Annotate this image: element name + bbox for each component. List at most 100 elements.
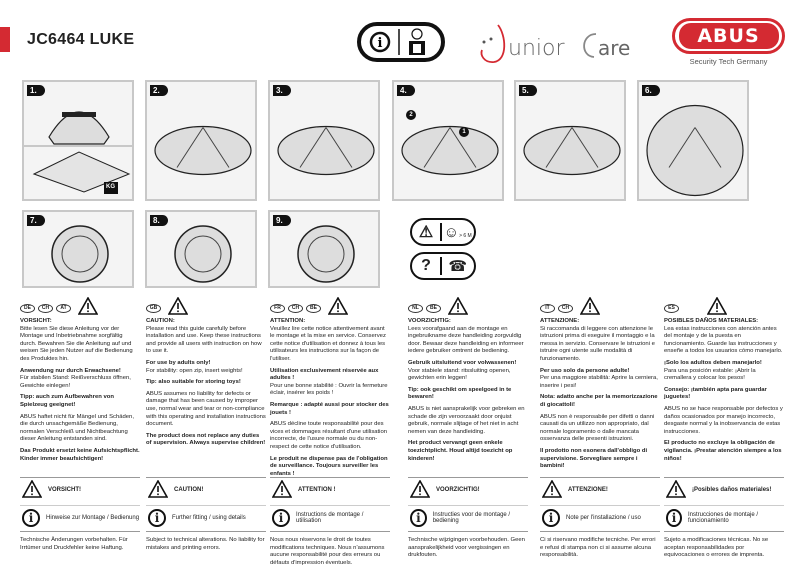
warning-highlight: Remarque : adapté aussi pour stocker des… [270, 401, 389, 416]
warning-title: VORSICHT: [20, 318, 52, 324]
warning-text: Lees voorafgaand aan de montage en ingeb… [408, 325, 524, 355]
step-illustration [401, 125, 499, 176]
help-hotline-box: ? ☎ [410, 252, 476, 280]
step-illustration [174, 225, 232, 283]
question-icon: ? [421, 257, 431, 274]
step-illustration [24, 111, 132, 194]
page-title: JC6464 LUKE [27, 31, 135, 48]
country-code-badge: CH [288, 303, 303, 313]
warning-text: ABUS non è responsabile per difetti o da… [540, 413, 655, 443]
country-code-badge: NL [408, 303, 423, 313]
step-illustration [523, 125, 621, 176]
svg-text:unior: unior [508, 36, 565, 61]
warning-text: Please read this guide carefully before … [146, 325, 262, 355]
country-code-badge: GB [146, 303, 161, 313]
legal-footer: Nous nous réservons le droit de toutes m… [270, 537, 385, 566]
svg-text:are: are [598, 36, 630, 60]
legal-footer: Technische wijzigingen voorbehouden. Gee… [408, 537, 525, 559]
warning-triangle-icon [21, 479, 43, 498]
junior-care-logo: unior are [476, 20, 656, 65]
legal-footer: Technische Änderungen vorbehalten. Für I… [20, 537, 128, 551]
step-illustration [154, 125, 252, 176]
warning-highlight: El producto no excluye la obligación de … [664, 440, 782, 462]
warning-triangle-icon [327, 296, 349, 316]
country-code-badge: BE [426, 303, 441, 313]
legal-footer: Ci si riservano modifiche tecniche. Per … [540, 537, 656, 559]
info-text: Further fitting / using details [172, 514, 246, 521]
country-code-badge: FR [270, 303, 285, 313]
step-marker: 2 [406, 110, 416, 120]
info-icon: i [148, 508, 166, 527]
notice-box: ATTENZIONE! i Note per l'installazione / u… [540, 477, 660, 532]
warning-highlight: Nota: adatto anche per la memorizzazione… [540, 394, 658, 408]
info-icon: i [22, 508, 40, 527]
country-code-badge: CH [38, 303, 53, 313]
step-7-panel: 7. [22, 210, 134, 288]
warning-text: Für stabilen Stand: Reißverschluss öffne… [20, 375, 131, 389]
brand-tagline: Security Tech Germany [689, 57, 768, 66]
warning-title: ATTENTION: [270, 318, 306, 324]
warning-triangle-icon [77, 296, 99, 316]
step-number-badge: 3. [273, 85, 291, 96]
warning-highlight: Anwendung nur durch Erwachsene! [20, 367, 121, 374]
country-code-badge: CH [558, 303, 573, 313]
warning-highlight: ¡Solo los adultos deben manejarlo! [664, 359, 762, 366]
warning-triangle-icon [167, 296, 189, 316]
country-code-badge: AT [56, 303, 71, 313]
warning-text: ABUS décline toute responsabilité pour d… [270, 421, 388, 450]
read-instructions-logo: i [357, 22, 445, 62]
step-8-panel: 8. [145, 210, 257, 288]
caution-label: ¡Posibles daños materiales! [692, 487, 772, 493]
caution-label: ATTENZIONE! [568, 487, 608, 493]
warning-text: Lea estas instrucciones con atención ant… [664, 325, 783, 355]
warning-text: Para una posición estable: ¡Abrir la cre… [664, 367, 756, 382]
warning-triangle-icon [447, 296, 469, 316]
info-text: Instrucciones de montaje / funcionamient… [687, 511, 759, 524]
accent-bar [0, 27, 10, 52]
warning-triangle-icon [147, 479, 169, 498]
warning-highlight: Le produit ne dispense pas de l'obligati… [270, 455, 388, 477]
warning-text: ABUS no se hace responsable por defectos… [664, 405, 783, 435]
warning-highlight: Il prodotto non esonera dall'obbligo di … [540, 447, 648, 470]
info-text: Instructies voor de montage / bediening [432, 511, 511, 524]
svg-text:i: i [378, 36, 383, 51]
warning-highlight: Tip: also suitable for storing toys! [146, 379, 241, 386]
step-marker: 1 [459, 127, 469, 137]
caution-label: VOORZICHTIG! [436, 487, 480, 493]
warning-text: For stability: open zip, insert weights! [146, 367, 243, 374]
step-9-panel: 9. [268, 210, 380, 288]
warning-triangle-icon [541, 479, 563, 498]
warning-highlight: Das Produkt ersetzt keine Aufsichtspflic… [20, 447, 140, 462]
warning-text: Pour une bonne stabilité : Ouvrir la fer… [270, 382, 388, 397]
info-text: Note per l'installazione / uso [566, 514, 641, 521]
info-icon: i [542, 508, 560, 527]
warning-highlight: Tipp: auch zum Aufbewahren von Spielzeug… [20, 394, 114, 408]
step-1-panel: 1.KG [22, 80, 134, 201]
step-number-badge: 9. [273, 215, 291, 226]
step-illustration [277, 125, 375, 176]
warning-text: Voor stabiele stand: ritssluiting openen… [408, 367, 511, 382]
warning-text: Si raccomanda di leggere con attenzione … [540, 325, 655, 362]
warning-triangle-icon [665, 479, 687, 498]
warning-highlight: Utilisation exclusivement réservée aux a… [270, 367, 379, 382]
step-3-panel: 3. [268, 80, 380, 201]
step-number-badge: 4. [397, 85, 415, 96]
warning-text: ABUS is niet aansprakelijk voor gebreken… [408, 405, 525, 435]
step-number-badge: 2. [150, 85, 168, 96]
step-number-badge: 6. [642, 85, 660, 96]
warning-text: ABUS assumes no liability for defects or… [146, 390, 266, 428]
warning-icon: ⚠ [418, 224, 434, 241]
age-warning-box: ⚠ ☺> 6 M [410, 218, 476, 246]
caution-label: VORSICHT! [48, 487, 81, 493]
step-number-badge: 5. [519, 85, 537, 96]
step-illustration [51, 225, 109, 283]
warning-highlight: The product does not replace any duties … [146, 432, 266, 447]
warning-title: POSIBLES DAÑOS MATERIALES: [664, 318, 759, 324]
